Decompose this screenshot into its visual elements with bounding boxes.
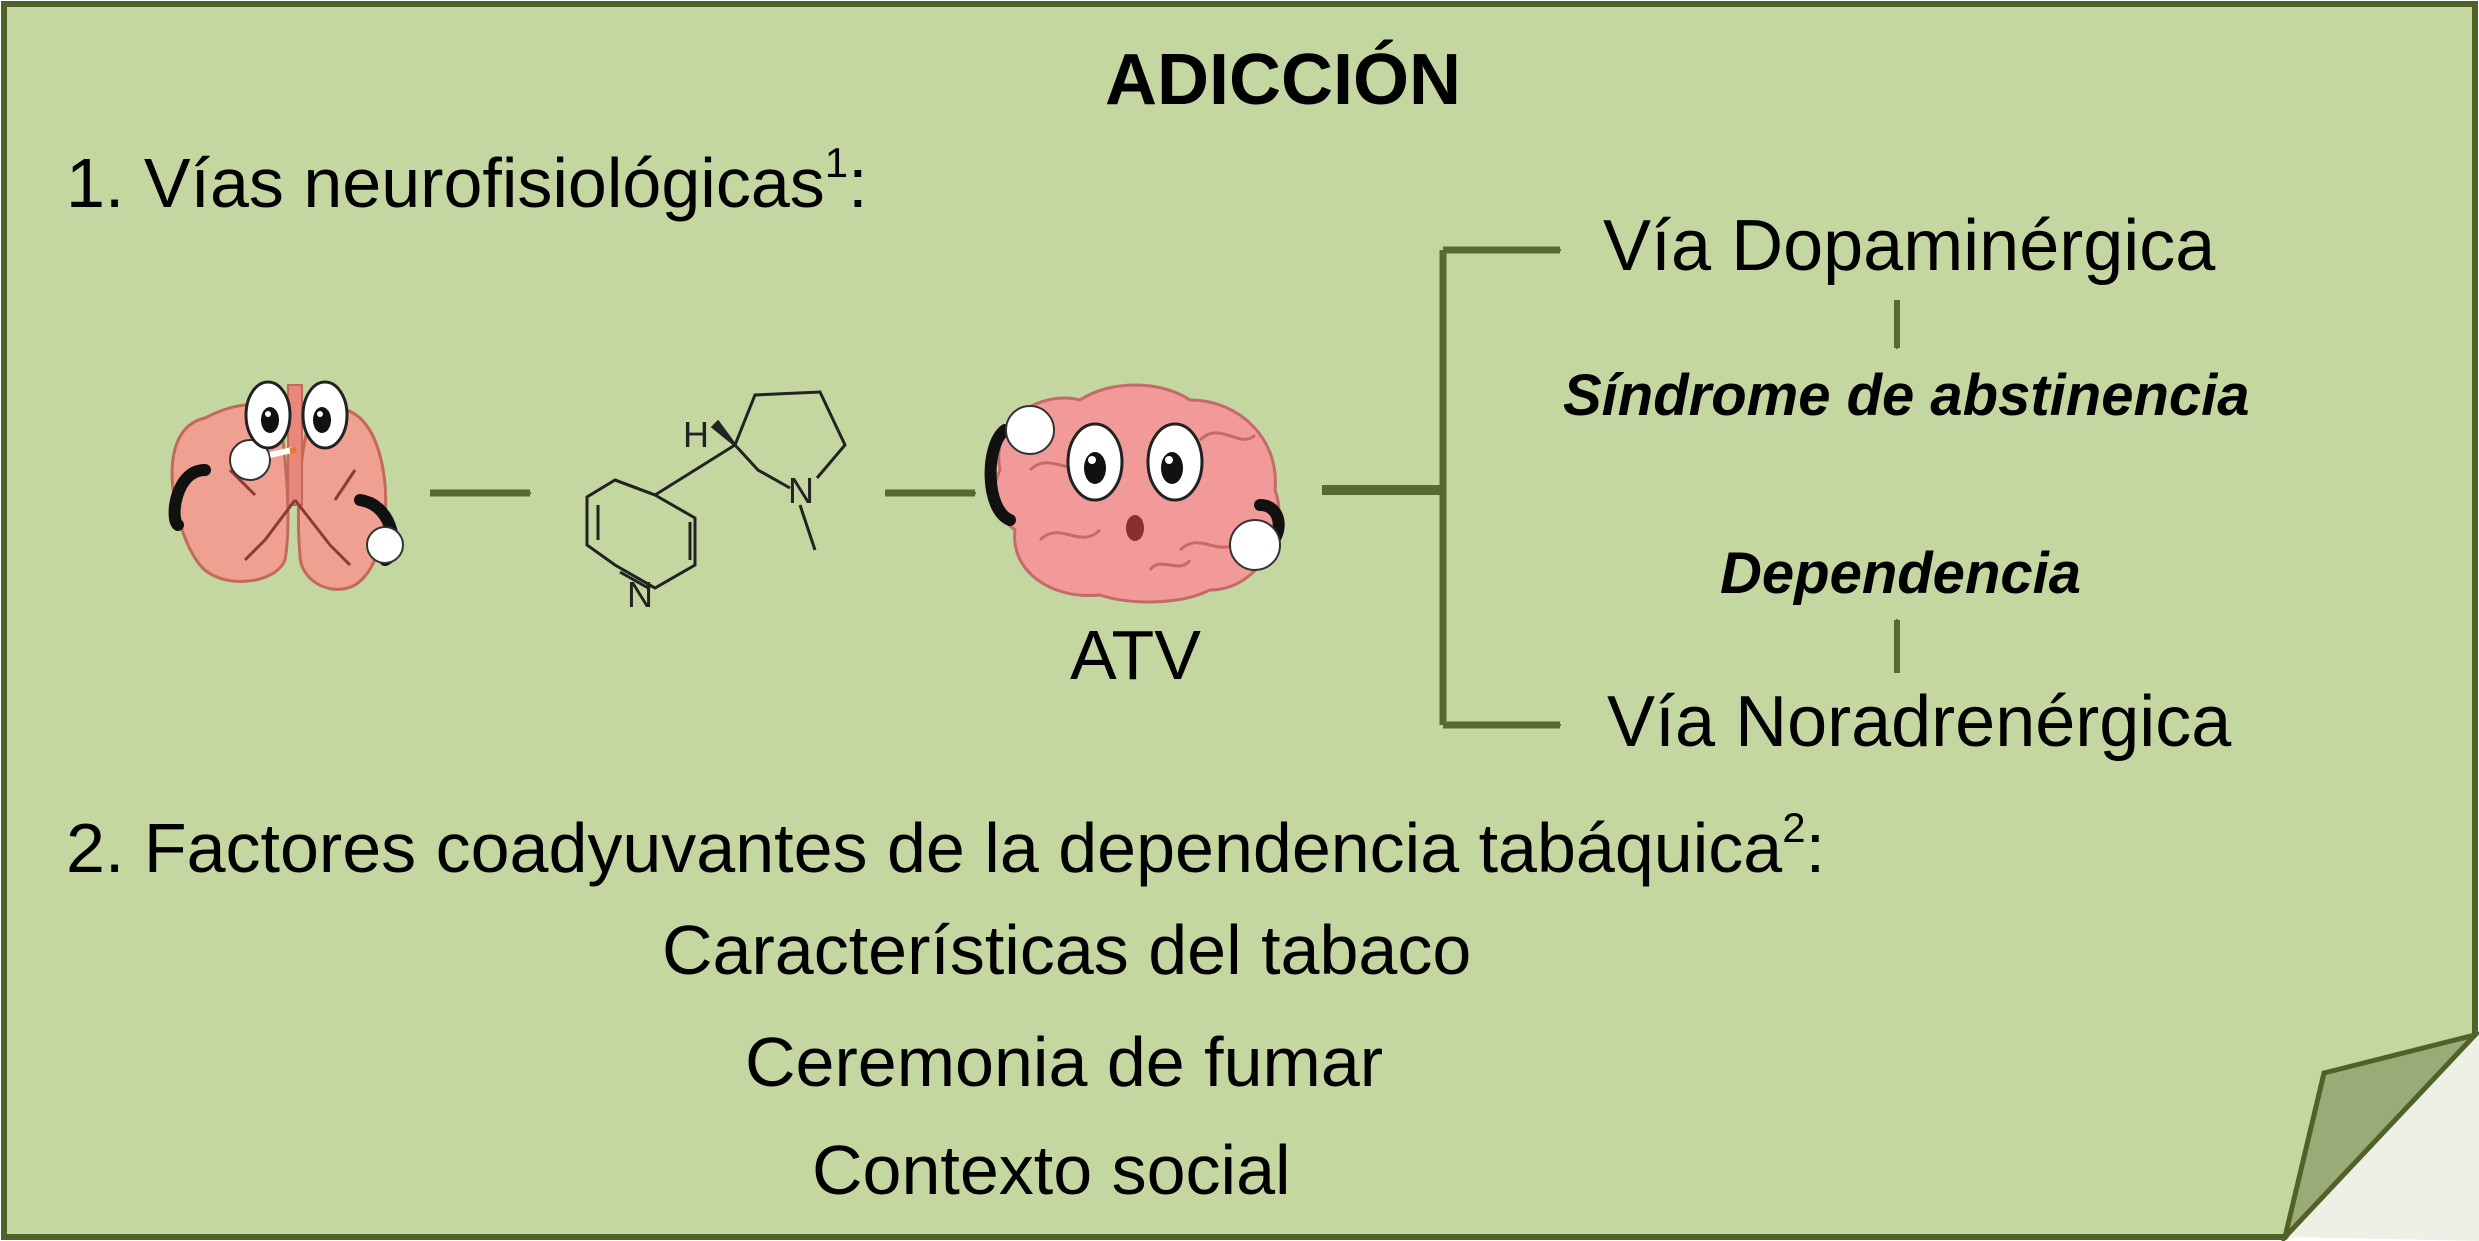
section-2-heading: 2. Factores coadyuvantes de la dependenc… <box>66 807 1825 884</box>
outcome-withdrawal: Síndrome de abstinencia <box>1563 363 2250 428</box>
section-2-colon: : <box>1805 809 1826 887</box>
section-1-colon: : <box>848 144 868 222</box>
section-1-footnote: 1 <box>824 139 849 186</box>
pathway-noradrenergic: Vía Noradrenérgica <box>1607 682 2232 762</box>
atom-h: H <box>683 414 709 455</box>
factor-item: Contexto social <box>812 1131 1291 1209</box>
branch-connector <box>1322 246 1560 729</box>
pathway-dopaminergic: Vía Dopaminérgica <box>1603 206 2216 286</box>
brain-cartoon-icon <box>984 383 1285 604</box>
section-2-text: 2. Factores coadyuvantes de la dependenc… <box>66 809 1783 887</box>
page-curl <box>2281 1031 2479 1241</box>
factor-item: Características del tabaco <box>662 911 1472 989</box>
outcome-dependence: Dependencia <box>1720 541 2081 606</box>
atom-n-pyridine: N <box>627 574 653 615</box>
lungs-cartoon-icon <box>168 380 404 591</box>
section-1-heading: 1. Vías neurofisiológicas1: <box>66 142 868 219</box>
atom-n-ring: N <box>788 470 814 511</box>
page-title: ADICCIÓN <box>1105 40 1461 120</box>
factor-item: Ceremonia de fumar <box>745 1023 1384 1101</box>
brain-label: ATV <box>1070 616 1201 694</box>
nicotine-molecule <box>585 390 847 591</box>
section-2-footnote: 2 <box>1782 804 1806 851</box>
section-1-text: 1. Vías neurofisiológicas <box>66 144 825 222</box>
